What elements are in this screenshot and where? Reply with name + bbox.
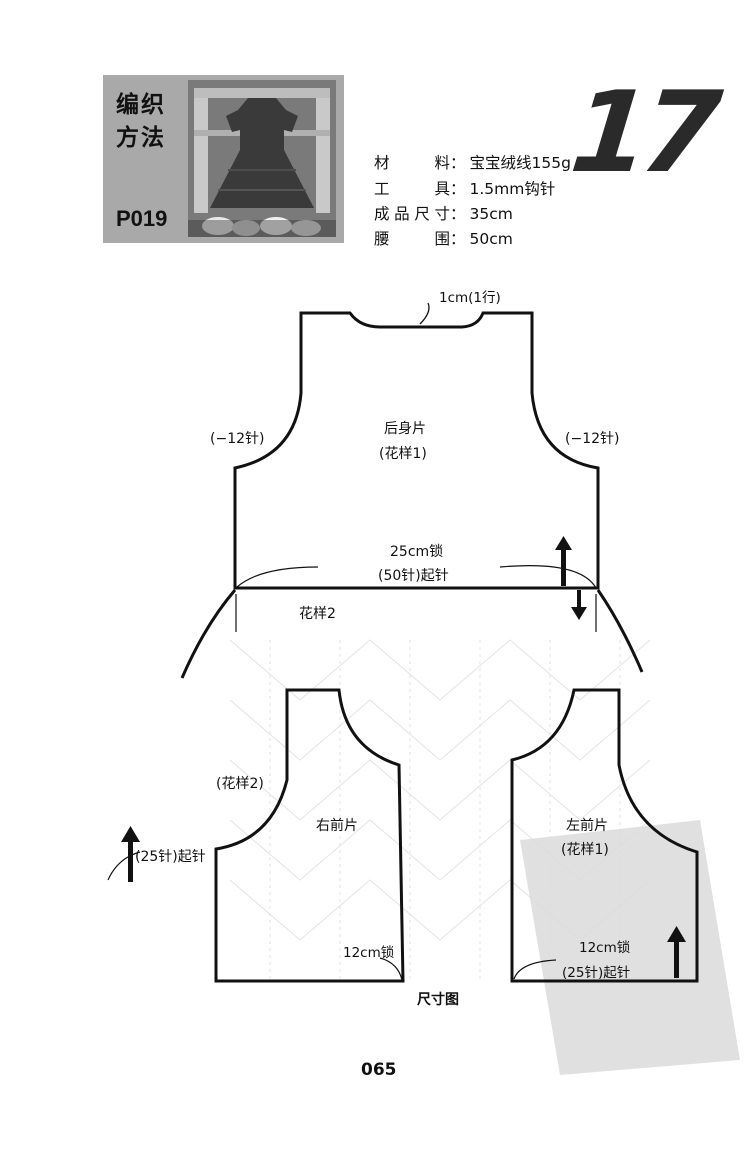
left-front-name: 左前片 bbox=[566, 818, 608, 834]
diagram-caption: 尺寸图 bbox=[417, 992, 459, 1008]
spec-value: 35cm bbox=[469, 205, 513, 223]
chain-arc-left bbox=[236, 566, 319, 588]
dress-photo bbox=[188, 80, 336, 237]
neck-note: 1cm(1行) bbox=[439, 290, 501, 306]
spec-label: 成品尺寸 bbox=[374, 205, 450, 223]
up-arrow-icon bbox=[667, 926, 686, 978]
page-number: 065 bbox=[361, 1060, 397, 1080]
spec-value: 1.5mm钩针 bbox=[469, 180, 556, 198]
left-front-chain-width: 12cm锁 bbox=[579, 940, 631, 956]
chain-arc-right bbox=[499, 565, 597, 589]
back-right-decrease: (−12针) bbox=[565, 431, 620, 447]
skirt-outline-left bbox=[180, 589, 237, 679]
right-front-start: (25针)起针 bbox=[135, 849, 206, 865]
back-piece-name: 后身片 bbox=[384, 421, 426, 437]
spec-size: 成品尺寸：35cm bbox=[374, 202, 513, 224]
spec-label: 材 料 bbox=[374, 154, 450, 172]
right-front-pattern: (花样2) bbox=[216, 776, 264, 792]
right-front-chain-width: 12cm锁 bbox=[343, 945, 395, 961]
right-front-chain-arc bbox=[379, 957, 403, 981]
left-front-chain-arc bbox=[513, 959, 557, 980]
right-front-outline bbox=[214, 688, 405, 983]
left-front-chain-stitches: (25针)起针 bbox=[562, 965, 631, 981]
back-piece-pattern: (花样1) bbox=[379, 446, 427, 462]
spec-value: 50cm bbox=[469, 230, 513, 248]
back-chain-width: 25cm锁 bbox=[390, 544, 444, 560]
spec-tool: 工 具：1.5mm钩针 bbox=[374, 177, 555, 199]
back-left-decrease: (−12针) bbox=[210, 431, 265, 447]
watermark-stamp bbox=[520, 820, 740, 1075]
left-front-pattern: (花样1) bbox=[561, 842, 609, 858]
right-front-name: 右前片 bbox=[316, 818, 358, 834]
skirt-outline-right bbox=[596, 589, 644, 673]
down-arrow-icon bbox=[571, 590, 587, 620]
spec-label: 腰 围 bbox=[374, 230, 450, 248]
neck-leader-line bbox=[419, 302, 430, 325]
header-title: 编织 方法 bbox=[116, 88, 166, 154]
header-title-line1: 编织 bbox=[116, 91, 166, 118]
skirt-pattern: 花样2 bbox=[299, 606, 336, 622]
pattern-code: P019 bbox=[116, 206, 168, 231]
stitch-chart-background bbox=[229, 639, 651, 980]
back-piece-outline bbox=[233, 311, 600, 590]
up-arrow-icon bbox=[121, 826, 140, 882]
spec-waist: 腰 围：50cm bbox=[374, 227, 513, 249]
dress-photo-drawing bbox=[188, 80, 336, 237]
spec-label: 工 具 bbox=[374, 180, 450, 198]
right-front-side-arc bbox=[107, 851, 141, 881]
header-title-line2: 方法 bbox=[116, 124, 166, 151]
spec-material: 材 料：宝宝绒线155g bbox=[374, 151, 571, 173]
up-arrow-icon bbox=[555, 536, 572, 586]
back-chain-stitches: (50针)起针 bbox=[378, 568, 449, 584]
spec-value: 宝宝绒线155g bbox=[469, 154, 571, 172]
left-front-outline bbox=[510, 688, 699, 983]
